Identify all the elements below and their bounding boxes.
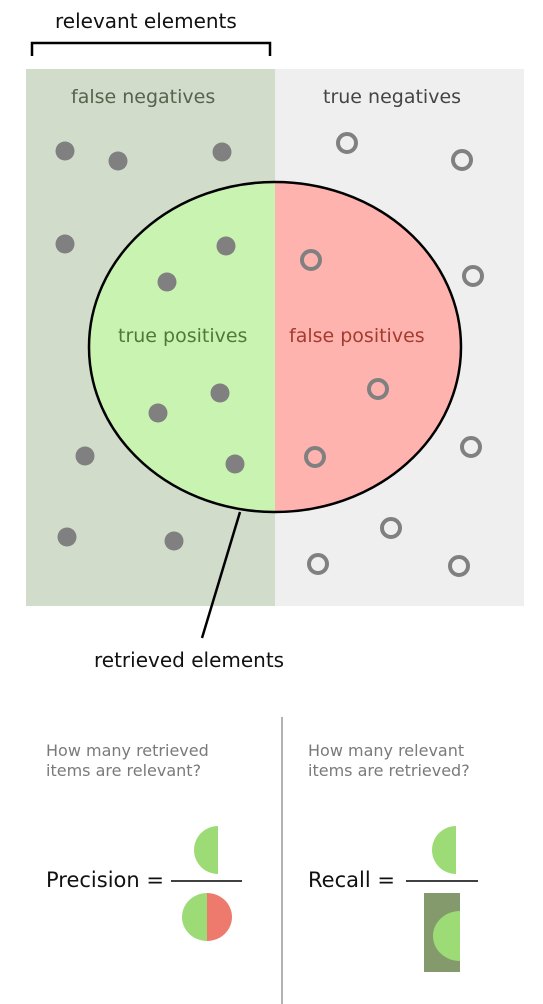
relevant-dot [57, 527, 77, 547]
relevant-dot [225, 454, 245, 474]
irrelevant-ring [451, 149, 473, 171]
recall-question-line1: How many relevant [308, 741, 465, 760]
precision-formula-label: Precision = [46, 868, 164, 892]
relevant-items [55, 141, 245, 551]
false-positive-half [275, 182, 461, 512]
irrelevant-ring [300, 249, 322, 271]
true-positive-half [89, 182, 276, 512]
relevant-dot [108, 151, 128, 171]
irrelevant-ring [367, 378, 389, 400]
retrieved-ellipse [87, 180, 463, 514]
recall-numerator-half-icon [432, 826, 456, 874]
relevant-dot [55, 234, 75, 254]
irrelevant-ring [304, 446, 326, 468]
false-negatives-label: false negatives [71, 86, 216, 108]
relevant-dot [55, 141, 75, 161]
recall-question: How many relevant items are retrieved? [308, 741, 528, 781]
relevant-dot [164, 531, 184, 551]
recall-question-line2: items are retrieved? [308, 761, 470, 780]
relevant-dot [216, 236, 236, 256]
precision-numerator-half-icon [194, 826, 218, 874]
precision-question-line1: How many retrieved [46, 741, 209, 760]
irrelevant-ring [462, 265, 484, 287]
retrieved-pointer-line [200, 511, 242, 639]
relevant-dot [157, 272, 177, 292]
recall-fraction-icon [406, 826, 478, 972]
relevant-dot [210, 383, 230, 403]
recall-denominator-half-icon [433, 911, 460, 961]
precision-denominator-red-icon [207, 893, 232, 941]
false-positives-label: false positives [289, 325, 425, 347]
precision-denominator-green-icon [182, 893, 207, 941]
true-negatives-label: true negatives [323, 86, 462, 108]
precision-question: How many retrieved items are relevant? [46, 741, 266, 781]
irrelevant-ring [448, 555, 470, 577]
precision-fraction-icon [171, 826, 242, 941]
irrelevant-ring [460, 436, 482, 458]
relevant-bracket [30, 41, 272, 56]
relevant-elements-label: relevant elements [55, 9, 237, 33]
recall-formula-label: Recall = [308, 868, 395, 892]
true-positives-label: true positives [118, 325, 248, 347]
retrieved-elements-label: retrieved elements [94, 648, 285, 672]
relevant-dot [75, 446, 95, 466]
precision-question-line2: items are relevant? [46, 761, 202, 780]
irrelevant-ring [307, 553, 329, 575]
irrelevant-items [300, 132, 484, 577]
relevant-dot [148, 403, 168, 423]
irrelevant-ring [380, 517, 402, 539]
relevant-dot [212, 142, 232, 162]
irrelevant-ring [336, 132, 358, 154]
